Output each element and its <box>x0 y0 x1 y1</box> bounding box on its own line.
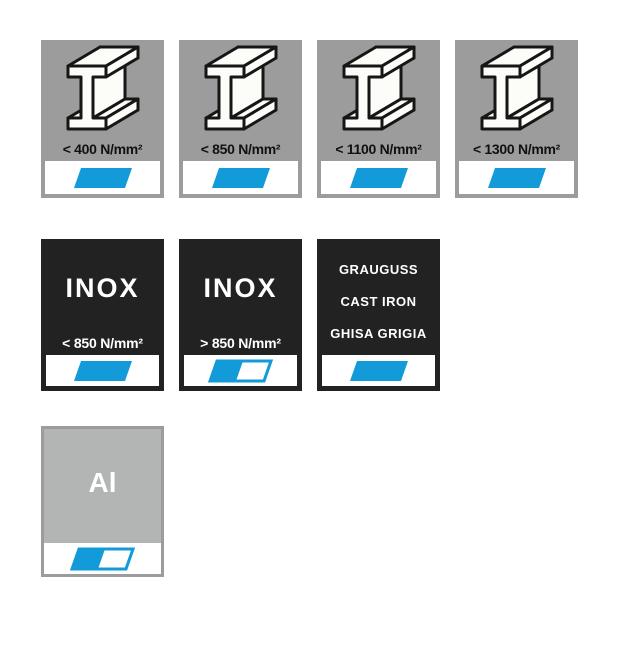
tile-steel-1300: < 1300 N/mm² <box>455 40 578 198</box>
tile-cast-iron: GRAUGUSS CAST IRON GHISA GRIGIA <box>317 239 440 391</box>
suitability-strip <box>459 161 574 194</box>
steel-i-beam-icon <box>342 45 415 131</box>
tile-inox-lt850: INOX < 850 N/mm² <box>41 239 164 391</box>
suitability-strip <box>46 355 159 386</box>
steel-i-beam-icon <box>66 45 139 131</box>
tile-steel-1100: < 1100 N/mm² <box>317 40 440 198</box>
suitability-strip <box>321 161 436 194</box>
tile-steel-400: < 400 N/mm² <box>41 40 164 198</box>
suitability-partial-icon <box>69 547 135 570</box>
suitability-full-icon <box>349 167 408 188</box>
suitability-strip <box>183 161 298 194</box>
suitability-full-icon <box>73 360 132 381</box>
inox-title: INOX <box>65 273 140 303</box>
suitability-strip <box>45 161 160 194</box>
suitability-partial-icon <box>207 359 273 382</box>
aluminum-symbol: Al <box>88 467 117 498</box>
inox-castiron-tiles-row: INOX < 850 N/mm² INOX > 850 N/mm² GRAUGU… <box>41 239 440 391</box>
steel-tiles-row: < 400 N/mm² < 850 N/mm² <box>41 40 578 198</box>
tensile-strength-label: < 1300 N/mm² <box>472 141 561 157</box>
tile-aluminum: Al <box>41 426 164 577</box>
suitability-full-icon <box>487 167 546 188</box>
suitability-strip <box>184 355 297 386</box>
tensile-strength-label: < 400 N/mm² <box>62 141 143 157</box>
cast-iron-lines: GRAUGUSS CAST IRON GHISA GRIGIA <box>317 254 440 350</box>
tensile-strength-label: > 850 N/mm² <box>200 335 281 351</box>
cast-iron-line-de: GRAUGUSS <box>338 262 419 277</box>
tile-steel-850: < 850 N/mm² <box>179 40 302 198</box>
suitability-strip <box>44 543 161 574</box>
aluminum-tiles-row: Al <box>41 426 164 577</box>
tile-inox-gt850: INOX > 850 N/mm² <box>179 239 302 391</box>
tensile-strength-label: < 850 N/mm² <box>200 141 281 157</box>
cast-iron-line-it: GHISA GRIGIA <box>330 326 427 341</box>
steel-i-beam-icon <box>480 45 553 131</box>
tensile-strength-label: < 1100 N/mm² <box>335 141 422 157</box>
tensile-strength-label: < 850 N/mm² <box>62 335 143 351</box>
cast-iron-line-en: CAST IRON <box>340 294 417 309</box>
suitability-full-icon <box>211 167 270 188</box>
inox-title: INOX <box>203 273 278 303</box>
steel-i-beam-icon <box>204 45 277 131</box>
suitability-full-icon <box>349 360 408 381</box>
suitability-full-icon <box>73 167 132 188</box>
suitability-strip <box>322 355 435 386</box>
